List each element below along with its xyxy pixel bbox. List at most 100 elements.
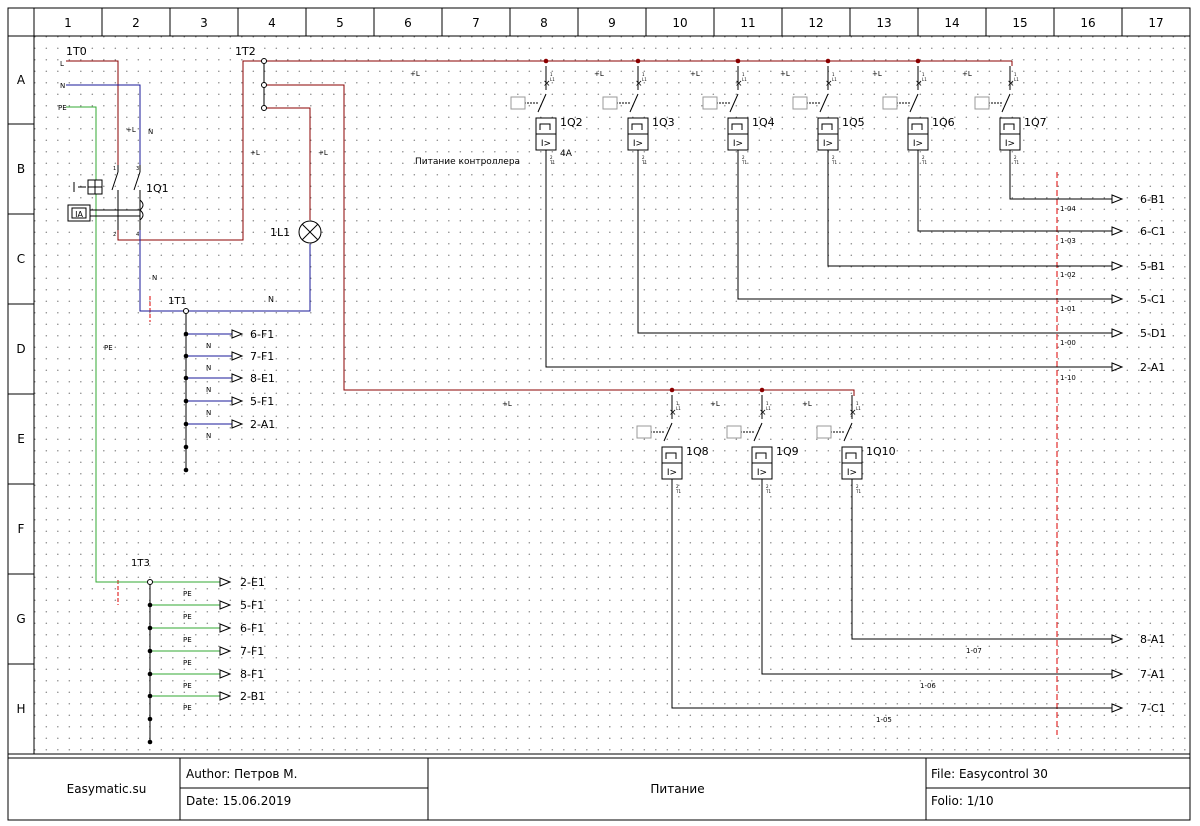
company-name: Easymatic.su [66,782,147,796]
breaker-pole-mark: × [635,79,643,89]
lamp-return-wire [186,244,311,312]
arrow-icon [231,396,244,406]
pin-label: 2 [832,155,835,160]
row-letter: D [16,342,25,356]
junction-dot [147,625,153,631]
terminal-label-1t2: 1T2 [235,45,256,58]
magnetic-release-label: I> [847,468,857,478]
junction-dot [183,421,189,427]
aux-contact-label: IA [75,210,83,219]
wire-number: 1-03 [1060,237,1076,245]
busbar-junction [915,58,921,64]
cross-reference: 7-C1 [1140,702,1166,715]
wire-label-plus-l: +L [962,70,972,78]
terminal-1t3 [147,579,153,585]
pin-label: T1 [765,489,771,494]
breaker-contact [133,171,141,191]
busbar-junction [825,58,831,64]
pin-label: 2 [642,155,645,160]
trip-coil-icon [139,199,144,221]
thermal-release-icon [731,123,743,130]
breaker-contact [537,93,547,113]
breaker-pin-number: 3 [136,166,139,172]
column-number: 14 [944,16,959,30]
breaker-label: 1Q7 [1024,116,1047,129]
junction-dot [183,353,189,359]
thermal-release-icon [665,452,677,459]
date-label: Date: [186,794,219,808]
arrow-icon [1111,294,1124,304]
breaker-output-wire [737,162,1112,300]
wire-number: 1-10 [1060,374,1076,382]
wire-label-n: N [206,342,211,350]
column-number: 8 [540,16,548,30]
pin-label: 2 [922,155,925,160]
aux-contact-box [71,207,87,219]
breaker-output-wire [637,162,1112,334]
row-letter: B [17,162,25,176]
thermal-release-icon [1003,123,1015,130]
phase-busbar-bottom [266,84,855,396]
lamp-label-1l1: 1L1 [270,226,290,239]
pin-label: 2 [856,484,859,489]
arrow-icon [219,646,232,656]
pin-label: T1 [1013,160,1019,165]
thermal-release-icon [821,123,833,130]
pin-label: T1 [855,489,861,494]
breaker-pole-mark: × [543,79,551,89]
busbar-junction [759,387,765,393]
folio-cell: Folio: 1/10 [931,789,994,813]
junction-dot [183,331,189,337]
wire-number: 1-00 [1060,339,1076,347]
breaker-label: 1Q4 [752,116,775,129]
junction-dot [183,375,189,381]
wire-label-n: N [206,409,211,417]
magnetic-release-label: I> [1005,139,1015,149]
wire-label-plus-l: +L [502,400,512,408]
junction-dot [183,444,189,450]
wire-label-pe: PE [183,659,192,667]
wire-label-n: N [152,274,157,282]
junction-dot [147,739,153,745]
author-value: Петров М. [234,767,298,781]
busbar-junction [635,58,641,64]
arrow-icon [1111,226,1124,236]
pin-label: 1 [922,72,925,77]
breaker-pin-number: 4 [136,232,139,238]
breaker-label: 1Q8 [686,445,709,458]
pin-label: T1 [675,489,681,494]
date-cell: Date: 15.06.2019 [186,789,291,813]
lamp-feed-wire [266,107,311,220]
breaker-output-wire [545,162,1112,368]
cross-reference: 2-A1 [250,418,275,431]
wire-label-n: N [206,386,211,394]
pin-label: 2 [766,484,769,489]
breaker-lever-box [816,425,832,439]
cross-reference: 5-B1 [1140,260,1165,273]
column-number: 12 [808,16,823,30]
file-value: Easycontrol 30 [958,767,1048,781]
thermal-release-icon [911,123,923,130]
pin-label: 1 [832,72,835,77]
pin-label: L1 [676,406,681,411]
wire-number: 1-07 [966,647,982,655]
row-letter: A [17,73,26,87]
neutral-feed-wire [66,84,141,165]
pin-label: L1 [550,77,555,82]
controller-supply-note: Питание контроллера [415,157,520,167]
author-cell: Author: Петров М. [186,762,297,786]
arrow-icon [231,329,244,339]
pin-label: L1 [742,77,747,82]
arrow-icon [1111,261,1124,271]
breaker-label: 1Q9 [776,445,799,458]
pin-label: 1 [742,72,745,77]
column-number: 4 [268,16,276,30]
author-label: Author: [186,767,231,781]
cross-reference: 6-F1 [250,328,274,341]
breaker-output-wire [761,491,1112,675]
wire-number: 1-01 [1060,305,1076,313]
